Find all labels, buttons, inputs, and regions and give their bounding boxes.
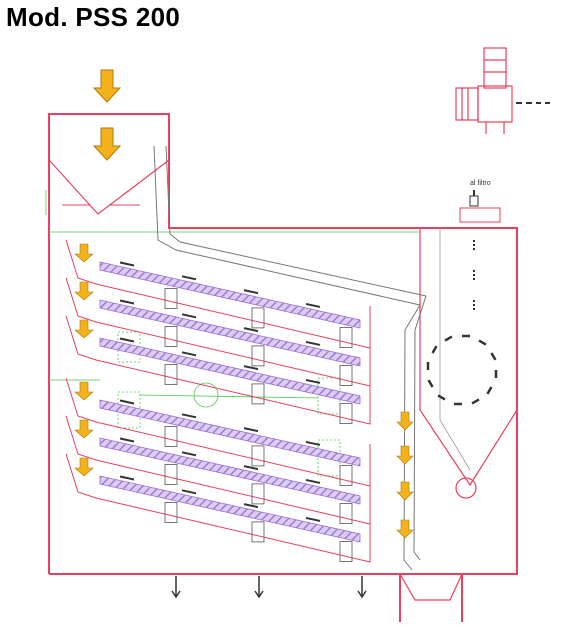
screw-conveyor — [99, 261, 361, 329]
trough-outline — [65, 315, 371, 425]
air-swirl-mark — [486, 386, 493, 395]
flight-mark — [243, 465, 259, 471]
air-swirl-mark — [437, 394, 446, 401]
air-swirl-mark — [431, 345, 438, 354]
flight-mark — [181, 451, 197, 457]
trough-outline — [65, 277, 371, 387]
inlet-arrow-icon — [92, 69, 122, 103]
flight-mark — [243, 327, 259, 333]
product-arrow-icon — [396, 481, 414, 501]
inlet-arrow-icon — [92, 127, 122, 161]
drop-box — [339, 503, 353, 524]
trough-outline — [65, 415, 371, 525]
trough-outline — [65, 239, 371, 349]
flight-mark — [305, 302, 321, 308]
machine-frame — [48, 113, 518, 622]
flight-mark — [119, 475, 135, 481]
drop-box — [251, 307, 265, 329]
product-arrow-icon — [74, 381, 94, 401]
flight-mark — [243, 427, 259, 433]
drop-box — [164, 502, 178, 523]
flight-mark — [181, 489, 197, 495]
drop-box — [251, 345, 265, 367]
product-arrow-icon — [74, 457, 94, 477]
flight-mark — [119, 299, 135, 305]
filter-label: al filtro — [470, 180, 491, 187]
flight-mark — [181, 313, 197, 319]
drop-box — [251, 521, 265, 543]
flight-mark — [305, 478, 321, 484]
drop-box — [164, 464, 178, 485]
drop-box — [339, 365, 353, 386]
screw-conveyors — [99, 261, 361, 543]
flight-mark — [243, 365, 259, 371]
filter-chimney — [459, 190, 501, 223]
air-duct — [153, 145, 427, 571]
air-swirl-mark — [427, 379, 434, 388]
screw-conveyor — [99, 437, 361, 505]
drop-box — [164, 426, 178, 447]
screw-conveyor — [99, 337, 361, 405]
air-swirl-mark — [478, 339, 487, 346]
flight-mark — [119, 437, 135, 443]
drop-box — [339, 541, 353, 562]
flight-mark — [305, 516, 321, 522]
air-swirl-mark — [490, 352, 497, 361]
drop-box — [339, 327, 353, 348]
screw-conveyor — [99, 399, 361, 467]
fan-icon — [455, 47, 513, 134]
flight-mark — [119, 337, 135, 343]
product-flow-arrows — [74, 243, 414, 539]
air-swirl-mark — [444, 335, 453, 342]
drop-box — [251, 445, 265, 467]
flight-mark — [305, 440, 321, 446]
trough-outline — [65, 453, 371, 563]
screw-conveyor — [99, 299, 361, 367]
product-arrow-icon — [396, 445, 414, 465]
product-arrow-icon — [74, 281, 94, 301]
drop-box — [251, 383, 265, 405]
drop-box — [339, 465, 353, 486]
flight-mark — [119, 261, 135, 267]
drop-box — [164, 326, 178, 347]
flight-mark — [305, 378, 321, 384]
outlet-arrow-icon — [171, 576, 367, 599]
flight-mark — [181, 351, 197, 357]
air-swirl-mark — [471, 398, 480, 405]
flight-mark — [181, 413, 197, 419]
screw-conveyor — [99, 475, 361, 543]
product-arrow-icon — [74, 319, 94, 339]
drop-box — [339, 403, 353, 424]
conveyor-troughs — [65, 239, 371, 563]
product-arrow-icon — [396, 519, 414, 539]
trough-outline — [65, 377, 371, 487]
drop-box — [251, 483, 265, 505]
diagram-title: Mod. PSS 200 — [6, 2, 181, 32]
product-arrow-icon — [74, 243, 94, 263]
product-arrow-icon — [396, 411, 414, 431]
flight-mark — [181, 275, 197, 281]
product-arrow-icon — [74, 419, 94, 439]
flight-mark — [119, 399, 135, 405]
flight-mark — [243, 503, 259, 509]
flight-mark — [305, 340, 321, 346]
air-flow-arrows — [426, 240, 498, 406]
drop-box — [164, 288, 178, 309]
flight-mark — [243, 289, 259, 295]
drop-box — [164, 364, 178, 385]
